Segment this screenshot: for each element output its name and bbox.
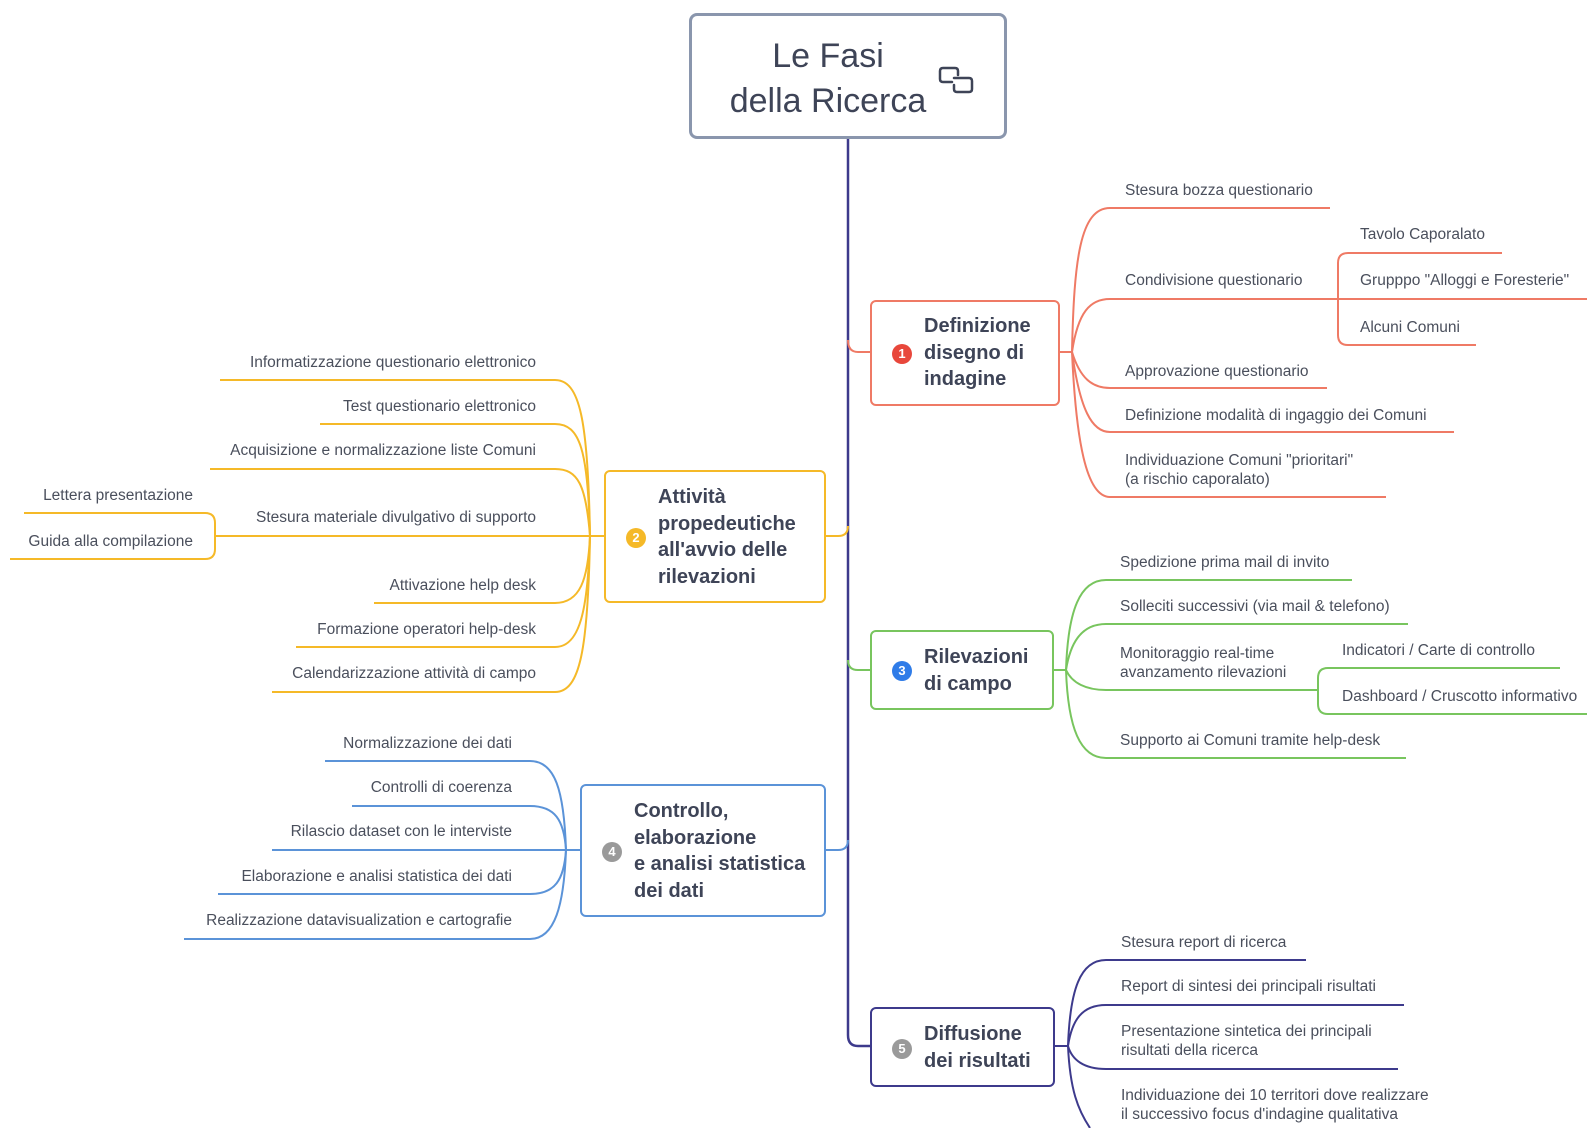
subtopic-territori-focus[interactable]: Individuazione dei 10 territori dove rea… <box>1121 1087 1429 1123</box>
topic-label: Rilevazioni di campo <box>924 646 1029 695</box>
subtopic-presentazione-sintetica[interactable]: Presentazione sintetica dei principali r… <box>1121 1023 1372 1059</box>
subtopic-datavisualization[interactable]: Realizzazione datavisualization e cartog… <box>206 912 512 929</box>
subtopic-approvazione[interactable]: Approvazione questionario <box>1125 363 1309 380</box>
subtopic-informatizzazione[interactable]: Informatizzazione questionario elettroni… <box>249 354 536 371</box>
topic-diffusione-risultati[interactable]: 5 Diffusione dei risultati <box>870 1007 1055 1087</box>
trunk-line <box>846 139 870 1048</box>
subtopic-normalizzazione[interactable]: Normalizzazione dei dati <box>343 735 512 752</box>
link-icon[interactable] <box>938 66 974 94</box>
subtopic-elaborazione-analisi[interactable]: Elaborazione e analisi statistica dei da… <box>241 868 512 885</box>
subtopic-supporto-comuni[interactable]: Supporto ai Comuni tramite help-desk <box>1120 732 1381 749</box>
number-2-badge: 2 <box>626 528 646 548</box>
subtopic-solleciti[interactable]: Solleciti successivi (via mail & telefon… <box>1120 598 1390 615</box>
subtopic-comuni-prioritari[interactable]: Individuazione Comuni "prioritari" (a ri… <box>1125 452 1354 488</box>
topic-rilevazioni-di-campo[interactable]: 3 Rilevazioni di campo <box>870 630 1054 710</box>
topic-attivita-propedeutiche[interactable]: 2 Attività propedeutiche all'avvio delle… <box>604 470 826 603</box>
root-topic[interactable]: Le Fasi della Ricerca <box>689 13 1007 139</box>
subtopic-materiale-divulgativo[interactable]: Stesura materiale divulgativo di support… <box>255 509 536 526</box>
topic-definizione-disegno[interactable]: 1 Definizione disegno di indagine <box>870 300 1060 406</box>
subtopic-condivisione[interactable]: Condivisione questionario <box>1125 272 1303 289</box>
subtopic-calendarizzazione[interactable]: Calendarizzazione attività di campo <box>292 665 536 682</box>
subtopic-report-sintesi[interactable]: Report di sintesi dei principali risulta… <box>1121 978 1377 995</box>
subtopic-prima-mail[interactable]: Spedizione prima mail di invito <box>1120 554 1330 571</box>
subtopic-gruppo-alloggi[interactable]: Grupppo "Alloggi e Foresterie" <box>1360 272 1570 289</box>
subtopic-monitoraggio[interactable]: Monitoraggio real-time avanzamento rilev… <box>1120 645 1287 681</box>
subtopic-stesura-bozza[interactable]: Stesura bozza questionario <box>1125 182 1313 199</box>
topic-label: Controllo, elaborazione e analisi statis… <box>634 800 806 902</box>
subtopic-controlli-coerenza[interactable]: Controlli di coerenza <box>370 779 512 796</box>
trunk-link-definizione <box>847 339 870 353</box>
subtopic-modalita-ingaggio[interactable]: Definizione modalità di ingaggio dei Com… <box>1125 407 1427 424</box>
subtopic-help-desk[interactable]: Attivazione help desk <box>389 577 536 594</box>
subtopic-lettera-presentazione[interactable]: Lettera presentazione <box>43 487 193 504</box>
subtopic-dashboard[interactable]: Dashboard / Cruscotto informativo <box>1342 688 1578 705</box>
subtopic-alcuni-comuni[interactable]: Alcuni Comuni <box>1360 319 1460 336</box>
topic-label: Definizione disegno di indagine <box>924 315 1031 390</box>
subtopic-stesura-report[interactable]: Stesura report di ricerca <box>1121 934 1287 951</box>
subtopic-formazione-operatori[interactable]: Formazione operatori help-desk <box>317 621 536 638</box>
subtopic-guida-compilazione[interactable]: Guida alla compilazione <box>28 533 193 550</box>
subtopic-tavolo-caporalato[interactable]: Tavolo Caporalato <box>1360 226 1485 243</box>
trunk-link-attivita <box>826 525 849 537</box>
number-4-badge: 4 <box>602 842 622 862</box>
number-5-badge: 5 <box>892 1039 912 1059</box>
trunk-link-controllo <box>826 839 849 851</box>
trunk-link-rilevazioni <box>847 659 870 671</box>
number-3-badge: 3 <box>892 661 912 681</box>
topic-label: Diffusione dei risultati <box>924 1023 1031 1072</box>
subtopic-rilascio-dataset[interactable]: Rilascio dataset con le interviste <box>290 823 512 840</box>
subtopic-test-questionario[interactable]: Test questionario elettronico <box>342 398 536 415</box>
topic-controllo-elaborazione[interactable]: 4 Controllo, elaborazione e analisi stat… <box>580 784 826 917</box>
subtopic-acquisizione-liste[interactable]: Acquisizione e normalizzazione liste Com… <box>230 442 536 459</box>
root-title: Le Fasi della Ricerca <box>729 37 927 120</box>
number-1-badge: 1 <box>892 344 912 364</box>
topic-label: Attività propedeutiche all'avvio delle r… <box>658 486 796 588</box>
subtopic-indicatori[interactable]: Indicatori / Carte di controllo <box>1342 642 1535 659</box>
